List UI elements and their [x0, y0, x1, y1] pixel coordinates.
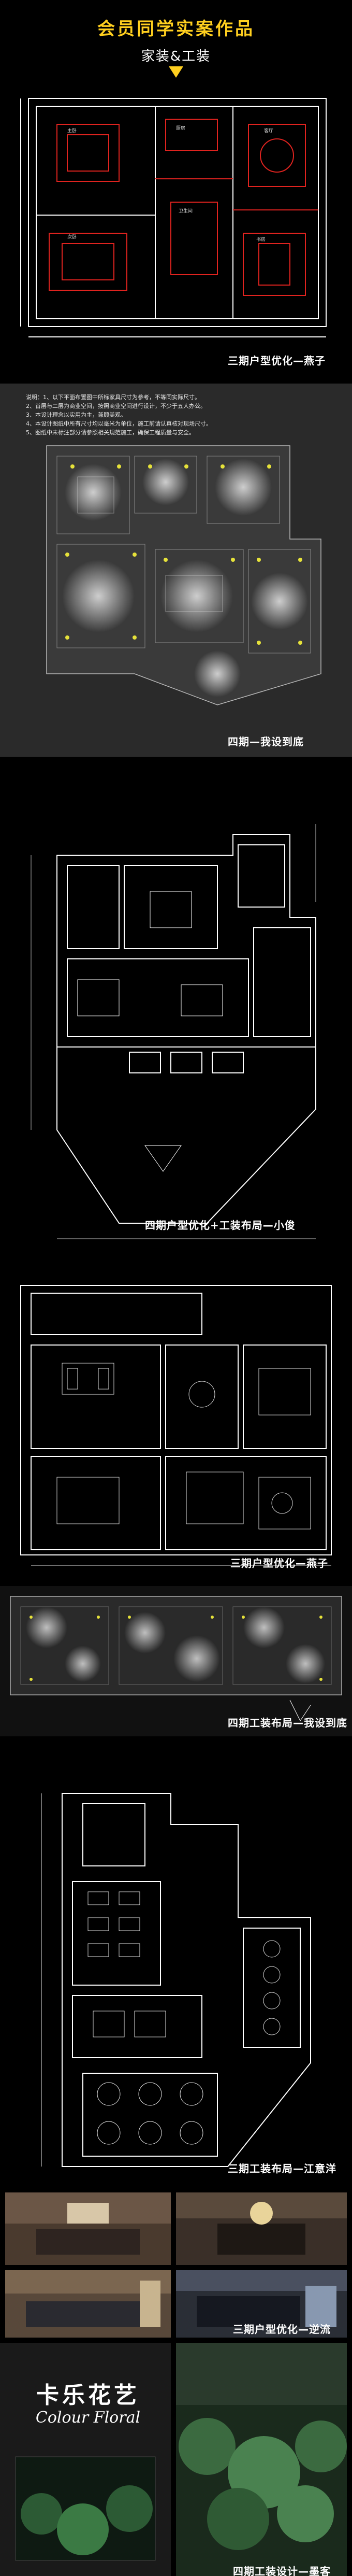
svg-text:卫生间: 卫生间: [179, 208, 193, 214]
section-caption: 四期户型优化+工装布局—小俊: [145, 1219, 296, 1232]
note-line: 2、首层与二层为商业空间，按照商业空间进行设计，不少于五人办公。: [26, 403, 206, 409]
svg-text:客厅: 客厅: [264, 128, 273, 134]
brand-storefront: 卡乐花艺 Colour Floral: [0, 2343, 171, 2576]
brand-sign: 卡乐花艺 Colour Floral: [10, 2371, 166, 2439]
section-caption: 三期户型优化—燕子: [228, 355, 326, 367]
render-photo: 三期户型优化—逆流: [176, 2270, 347, 2338]
note-line: 4、本设计图纸中所有尺寸均以毫米为单位，施工前请认真核对现场尺寸。: [26, 420, 212, 427]
lighting-plan-drawing: [46, 445, 321, 705]
note-line: 5、图纸中未标注部分请参照相关规范施工，确保工程质量与安全。: [26, 429, 195, 436]
lighting-plan-section: 说明：1、以下平面布置图中所标家具尺寸为参考，不等同实际尺寸。 2、首层与二层为…: [0, 384, 352, 757]
note-line: 说明：1、以下平面布置图中所标家具尺寸为参考，不等同实际尺寸。: [26, 394, 200, 401]
office-plan-drawing: [41, 1793, 311, 2167]
commercial-plan-drawing: [10, 1596, 342, 1721]
storefront-drawing: [15, 2456, 156, 2561]
svg-text:书房: 书房: [256, 236, 266, 243]
section-caption: 三期户型优化—逆流: [233, 2323, 331, 2336]
floorplan-drawing-4: [20, 1285, 332, 1566]
render-photo: [5, 2270, 171, 2338]
design-notes: 说明：1、以下平面布置图中所标家具尺寸为参考，不等同实际尺寸。 2、首层与二层为…: [26, 393, 212, 437]
section-caption: 三期户型优化—燕子: [230, 1557, 328, 1569]
section-caption: 四期—我设到底: [228, 735, 304, 748]
floorplan-drawing-1: 主卧 厨房 客厅 次卧 卫生间 书房: [20, 98, 327, 337]
brand-name-cn: 卡乐花艺: [36, 2382, 140, 2409]
page-title: 会员同学实案作品: [97, 19, 255, 39]
section-caption: 四期工装设计—墨客: [233, 2565, 331, 2576]
svg-text:主卧: 主卧: [67, 128, 77, 134]
floorplan-section-3: 四期户型优化+工装布局—小俊: [0, 798, 352, 1249]
arrow-down-icon: [169, 66, 183, 78]
commercial-plan-section: 四期工装布局—我设到底: [0, 1586, 352, 1736]
render-photo: 四期工装设计—墨客: [176, 2343, 347, 2576]
render-photo: [176, 2192, 347, 2265]
floorplan-drawing-3: [31, 824, 316, 1239]
floorplan-section-1: 主卧 厨房 客厅 次卧 卫生间 书房 三期户型优化—燕子: [0, 83, 352, 373]
section-caption: 四期工装布局—我设到底: [228, 1717, 347, 1729]
render-photo: [5, 2192, 171, 2265]
page-subtitle: 家装&工装: [141, 49, 211, 64]
floorplan-section-4: 三期户型优化—燕子: [0, 1275, 352, 1576]
svg-text:厨房: 厨房: [176, 125, 185, 131]
section-caption: 三期工装布局—江意洋: [228, 2162, 336, 2175]
page-header: 会员同学实案作品 家装&工装: [0, 0, 352, 83]
svg-text:次卧: 次卧: [67, 234, 77, 240]
note-line: 3、本设计理念以实用为主，兼顾美观。: [26, 412, 126, 418]
office-plan-section: 三期工装布局—江意洋: [0, 1762, 352, 2187]
brand-name-en: Colour Floral: [35, 2409, 141, 2427]
